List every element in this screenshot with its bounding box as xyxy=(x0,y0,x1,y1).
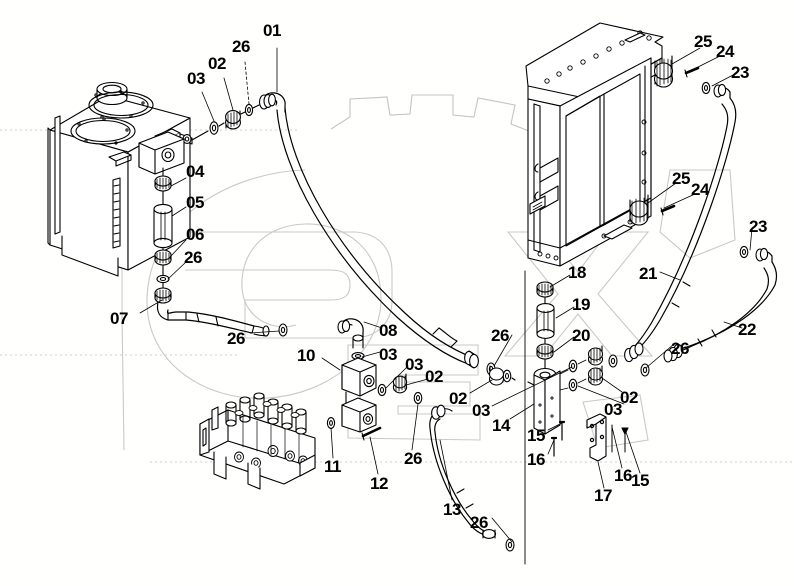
callout-17: 17 xyxy=(594,486,612,505)
flange-25-lower-icon xyxy=(629,194,676,226)
callout-23b: 23 xyxy=(749,217,767,236)
callout-02c: 02 xyxy=(449,389,467,408)
flange-25-upper-icon xyxy=(653,55,700,88)
callout-13: 13 xyxy=(443,500,461,519)
fitting-chain-14-left-icon xyxy=(488,365,535,386)
hose-22-icon xyxy=(640,245,778,377)
callout-03e: 03 xyxy=(604,400,622,419)
watermark-sub-shape-icon xyxy=(582,169,736,449)
callout-14: 14 xyxy=(492,416,510,435)
filter-stack-icon xyxy=(533,281,561,435)
callout-11: 11 xyxy=(324,457,341,476)
fitting-chain-14-right-icon xyxy=(559,345,604,392)
fitting-chain-top-icon xyxy=(191,103,260,141)
callout-15b: 15 xyxy=(631,471,649,490)
callout-01: 01 xyxy=(263,21,281,40)
leader-lines-icon xyxy=(139,47,753,543)
bracket-17-icon xyxy=(550,413,629,462)
callout-03d: 03 xyxy=(472,401,490,420)
callout-16a: 16 xyxy=(527,450,545,469)
callout-26f: 26 xyxy=(491,326,509,345)
callout-24a: 24 xyxy=(716,42,734,61)
callout-06: 06 xyxy=(186,225,204,244)
callout-26e: 26 xyxy=(470,513,488,532)
callout-26d: 26 xyxy=(404,449,422,468)
hydraulic-oil-tank-icon xyxy=(47,81,193,277)
watermark-gear-icon xyxy=(330,94,569,132)
callout-15a: 15 xyxy=(527,426,545,445)
callout-26c: 26 xyxy=(227,329,245,348)
callout-02b: 02 xyxy=(425,367,443,386)
valve-block-10-icon xyxy=(326,318,423,441)
callout-18: 18 xyxy=(568,263,586,282)
hose-07-icon xyxy=(156,301,288,337)
callout-20: 20 xyxy=(572,326,590,345)
callout-23a: 23 xyxy=(731,63,749,82)
callout-02a: 02 xyxy=(208,54,226,73)
callout-10: 10 xyxy=(297,346,315,365)
callout-26g: 26 xyxy=(671,339,689,358)
control-valve-bank-icon xyxy=(199,392,316,490)
watermark-letter-o-icon xyxy=(146,169,382,399)
callout-03a: 03 xyxy=(187,69,205,88)
callout-25a: 25 xyxy=(694,32,712,51)
strainer-stack-icon xyxy=(153,167,173,304)
hose-01-icon xyxy=(258,92,496,376)
watermark-letter-x-icon xyxy=(503,231,654,357)
callout-26b: 26 xyxy=(184,248,202,267)
callout-21: 21 xyxy=(639,264,657,283)
callout-05: 05 xyxy=(186,193,204,212)
callout-26a: 26 xyxy=(232,37,250,56)
callout-04: 04 xyxy=(186,162,204,181)
callout-07: 07 xyxy=(110,309,128,328)
watermark-letter-e-icon xyxy=(347,344,481,441)
callout-22: 22 xyxy=(738,320,756,339)
oil-cooler-icon xyxy=(525,22,664,267)
callout-03b: 03 xyxy=(379,345,397,364)
callout-24b: 24 xyxy=(691,180,709,199)
callout-08: 08 xyxy=(379,321,397,340)
callout-19: 19 xyxy=(572,295,590,314)
callout-16b: 16 xyxy=(614,466,632,485)
hose-21-icon xyxy=(608,81,737,368)
callout-02d: 02 xyxy=(620,388,638,407)
callout-12: 12 xyxy=(370,474,388,493)
callout-03c: 03 xyxy=(405,355,423,374)
callout-25b: 25 xyxy=(672,169,690,188)
